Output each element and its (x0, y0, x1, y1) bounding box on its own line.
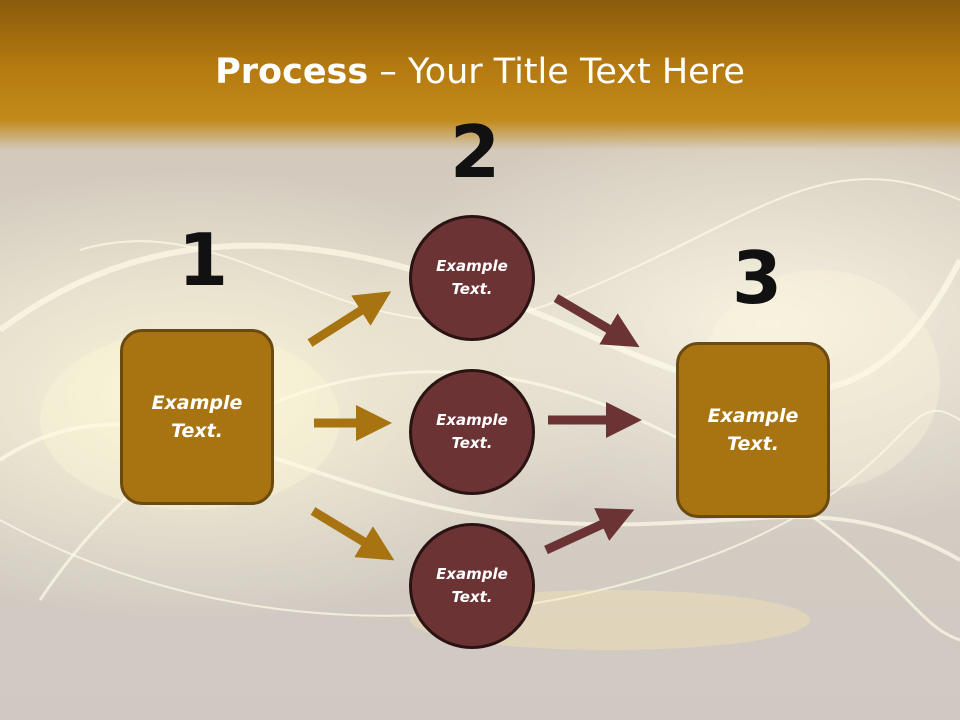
step-number-2: 2 (450, 110, 501, 194)
step-2-circle-middle: Example Text. (409, 369, 535, 495)
step-number-1: 1 (178, 218, 229, 302)
circle-middle-label: Example Text. (436, 410, 508, 452)
step-3-box: Example Text. (676, 342, 830, 518)
circle-bottom-label: Example Text. (436, 564, 508, 606)
step-1-box: Example Text. (120, 329, 274, 505)
title-bold: Process (215, 52, 369, 92)
slide-title: Process – Your Title Text Here (0, 52, 960, 92)
step-3-label: Example Text. (707, 404, 799, 456)
arrow-bottom-to-3 (544, 508, 635, 555)
arrow-top-to-3 (553, 294, 640, 348)
step-2-circle-bottom: Example Text. (409, 523, 535, 649)
step-2-circle-top: Example Text. (409, 215, 535, 341)
title-bar (0, 0, 960, 150)
circle-top-label: Example Text. (436, 256, 508, 298)
arrow-1-to-top (307, 291, 392, 347)
arrow-1-to-bottom (310, 507, 395, 561)
step-number-3: 3 (732, 236, 783, 320)
title-rest: – Your Title Text Here (368, 52, 745, 92)
step-1-label: Example Text. (151, 391, 243, 443)
